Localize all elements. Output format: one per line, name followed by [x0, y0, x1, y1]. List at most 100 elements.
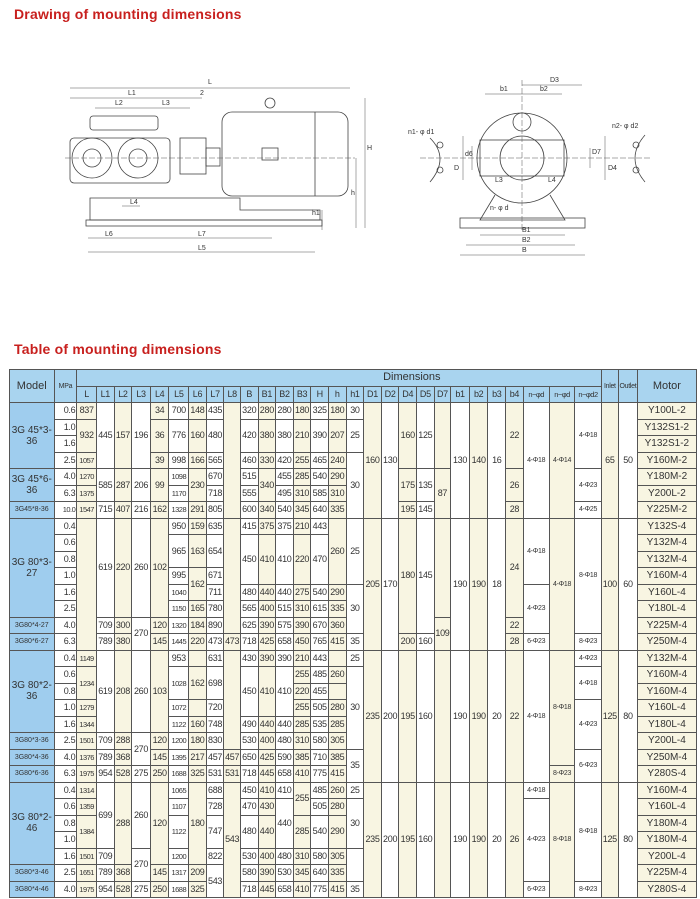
dimension-cell: 415 [327, 633, 347, 651]
bolt-hole-cell: 4-Φ18 [522, 517, 550, 585]
dimension-cell: 625 [239, 616, 259, 634]
dimension-cell: 285 [292, 715, 312, 733]
bolt-hole-cell: 4-Φ18 [522, 649, 550, 783]
pressure-cell: 6.3 [53, 484, 78, 502]
dimension-cell: 473 [205, 633, 225, 651]
column-header: L1 [95, 385, 115, 403]
column-header: h [327, 385, 347, 403]
dimension-cell: 822 [205, 847, 225, 865]
dimension-cell: 300 [113, 616, 133, 634]
dimension-cell: 160 [188, 715, 207, 733]
inlet-cell: 125 [600, 649, 620, 783]
model-cell: 3G 45*6-36 [9, 468, 55, 502]
motor-cell: Y225M-2 [636, 501, 698, 519]
dimension-cell: 515 [275, 600, 294, 618]
dimension-cell: 440 [257, 814, 277, 849]
dimension-cell: 658 [275, 880, 294, 898]
pressure-cell: 6.3 [53, 765, 78, 783]
dimension-cell: 575 [275, 616, 294, 634]
dimension-cell: 255 [292, 781, 312, 816]
dimension-cell: 260 [327, 666, 347, 684]
column-header: h1 [345, 385, 365, 403]
dimension-cell [188, 699, 207, 717]
dimension-cell: 34 [149, 402, 170, 420]
dimension-cell: 290 [327, 583, 347, 601]
dimension-cell: 26 [505, 468, 524, 502]
dimension-cell: 130 [380, 402, 400, 519]
dimension-cell: 711 [205, 583, 225, 601]
dimension-cell: 1975 [76, 765, 97, 783]
pressure-cell: 2.5 [53, 451, 78, 469]
dimension-cell: 175 [398, 468, 418, 502]
dimension-cell: 1107 [168, 798, 190, 816]
dimension-cell: 410 [257, 666, 277, 717]
dimension-cell: 699 [95, 781, 115, 849]
dimension-cell: 748 [205, 715, 225, 733]
dimension-cell: 1040 [168, 583, 190, 601]
dimension-cell: 285 [327, 715, 347, 733]
bolt-hole-cell: 6-Φ23 [522, 633, 550, 651]
column-header: b2 [468, 385, 489, 403]
inlet-cell: 125 [600, 781, 620, 898]
model-cell: 3G80*4-46 [9, 880, 55, 898]
bolt-hole-cell: 4-Φ23 [574, 468, 602, 502]
dimension-cell: 789 [95, 864, 115, 882]
dimension-cell: 206 [131, 468, 151, 502]
pressure-cell: 1.0 [53, 831, 78, 849]
dimension-cell: 184 [188, 616, 207, 634]
dimension-cell: 288 [113, 781, 133, 865]
dimension-cell: 195 [398, 501, 418, 519]
pressure-cell: 10.0 [53, 501, 78, 519]
motor-cell: Y132M-4 [636, 649, 698, 667]
dimension-cell: 1501 [76, 732, 97, 750]
pressure-cell: 1.0 [53, 567, 78, 585]
dimension-cell: 435 [205, 402, 225, 420]
bolt-hole-cell: 4-Φ23 [522, 798, 550, 882]
dimension-cell: 1065 [168, 781, 190, 799]
dimension-cell: 390 [257, 616, 277, 634]
dimension-cell: 450 [239, 781, 259, 799]
dimension-cell: 728 [205, 798, 225, 816]
outlet-cell: 50 [618, 402, 638, 519]
dimension-cell: 305 [327, 732, 347, 750]
bolt-hole-cell: 8-Φ18 [548, 781, 576, 898]
dimension-cell: 715 [95, 501, 115, 519]
pressure-cell: 0.6 [53, 402, 78, 420]
dimension-cell [345, 847, 365, 882]
dimension-cell: 16 [487, 402, 507, 519]
column-header: L3 [131, 385, 151, 403]
dimension-cell: 440 [275, 798, 294, 849]
dimension-cell: 35 [345, 748, 365, 783]
dimension-cell: 540 [310, 468, 329, 486]
dimension-cell: 654 [205, 534, 225, 568]
dimension-cell: 407 [113, 501, 133, 519]
dimension-cell: 30 [345, 402, 365, 420]
dimension-cell: 590 [275, 748, 294, 766]
motor-cell: Y160L-4 [636, 798, 698, 816]
dimension-cell: 1149 [76, 649, 97, 667]
bolt-hole-cell: 8-Φ18 [574, 517, 602, 634]
label-D4: D4 [608, 165, 617, 172]
dimension-cell: 87 [433, 468, 452, 519]
dimension-cell: 698 [205, 666, 225, 700]
pressure-cell: 1.6 [53, 715, 78, 733]
pressure-cell: 1.6 [53, 435, 78, 453]
dimension-cell: 390 [257, 864, 277, 882]
label-h: h [351, 190, 355, 197]
dimension-cell: 410 [257, 781, 277, 799]
pressure-cell: 0.6 [53, 534, 78, 552]
pressure-cell: 0.6 [53, 798, 78, 816]
dimension-cell: 285 [292, 814, 312, 849]
dimension-cell: 1395 [168, 748, 190, 766]
pressure-cell: 4.0 [53, 880, 78, 898]
dimension-cell: 837 [76, 402, 97, 420]
dimension-cell: 220 [292, 682, 312, 700]
outlet-cell: 80 [618, 649, 638, 783]
dimension-cell: 310 [292, 847, 312, 865]
model-cell: 3G45*8-36 [9, 501, 55, 519]
